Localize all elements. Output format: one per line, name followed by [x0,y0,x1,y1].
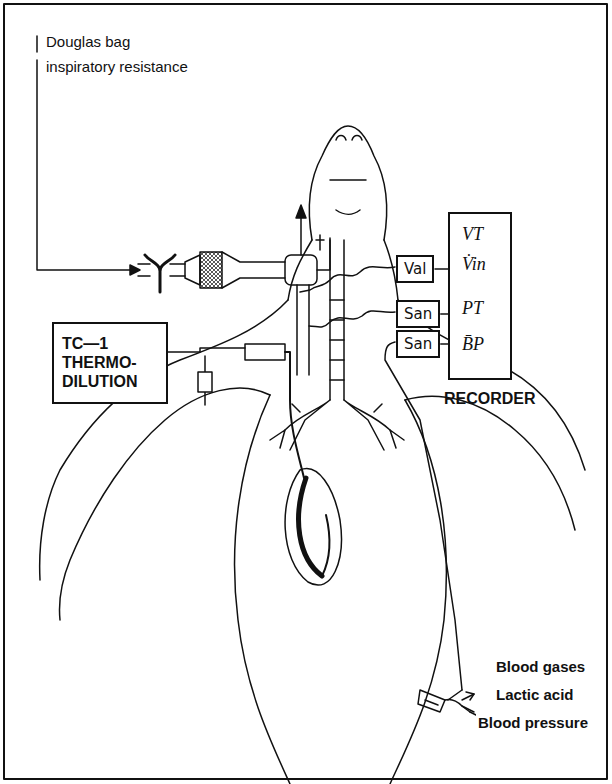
signal-wire [434,268,448,270]
transducer-box: San [396,300,440,328]
equipment-label: inspiratory resistance [44,58,190,75]
signal-wire [440,343,448,345]
box-text: Val [404,260,426,278]
measurement-label: Lactic acid [494,686,576,703]
box-text: San [404,335,432,353]
signal-name: V̇in [462,254,486,275]
signal-name: B̄P [462,334,484,355]
transducer-box: Val [396,255,434,283]
thermodilution-box: TC—1 THERMO- DILUTION [52,322,168,404]
transducer-box: San [396,330,440,358]
equipment-label: Douglas bag [44,33,132,50]
box-text: TC—1 THERMO- DILUTION [62,334,158,392]
measurement-label: Blood pressure [476,714,590,731]
recorder-heading: RECORDER [444,390,536,408]
signal-name: PT [462,298,483,319]
measurement-label: Blood gases [494,658,587,675]
signal-wire [440,313,448,315]
recorder-box: VTV̇inPTB̄PRECORDER [448,212,512,380]
box-text: San [404,305,432,323]
signal-name: VT [462,224,483,245]
